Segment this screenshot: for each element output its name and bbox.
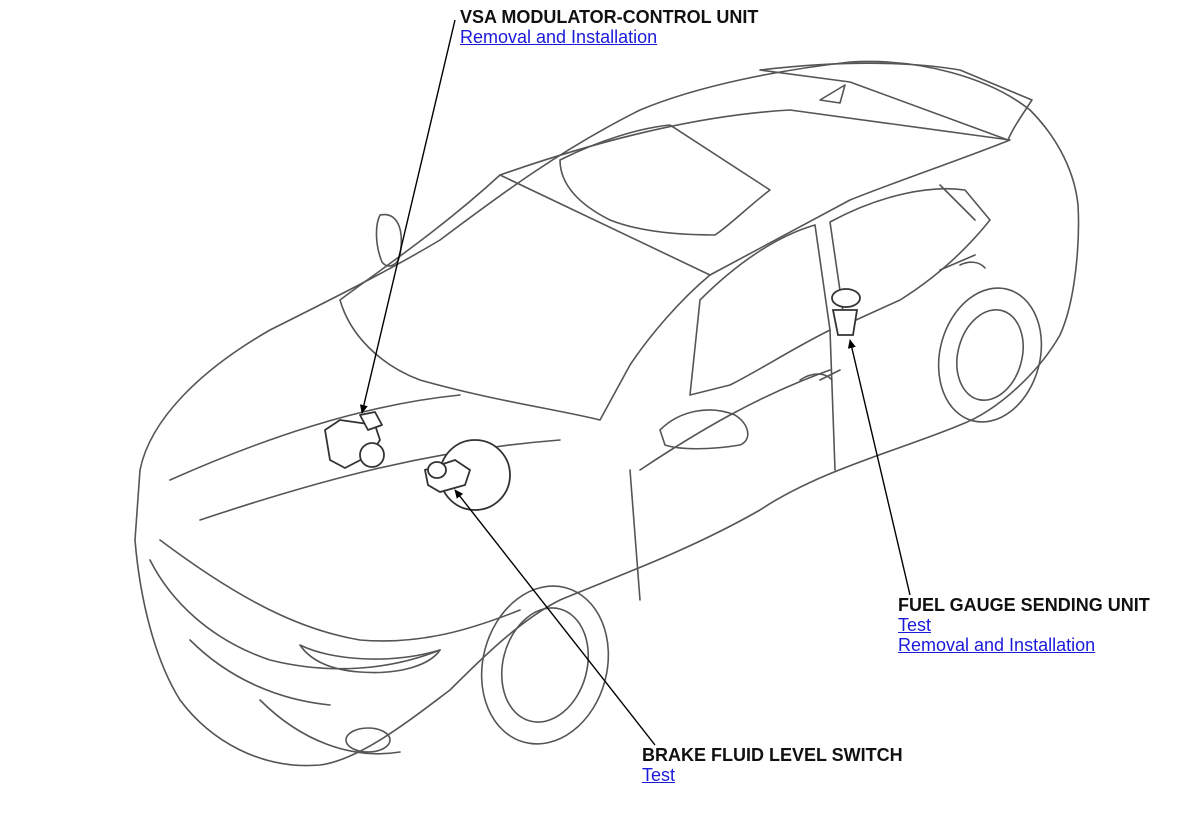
brake-fluid-reservoir-part [423,439,511,511]
callout-brake-fluid-level-switch: BRAKE FLUID LEVEL SWITCH Test [642,745,903,785]
sunroof [559,124,771,236]
side-window-front [689,224,831,396]
rear-wheel [937,287,1043,423]
fuel-gauge-test-link[interactable]: Test [898,615,932,635]
fuel-gauge-removal-installation-link[interactable]: Removal and Installation [898,635,1096,655]
fuel-gauge-part [831,288,861,336]
side-window-rear [829,187,991,326]
vsa-removal-installation-link[interactable]: Removal and Installation [460,27,658,47]
fog-light [345,727,391,753]
leader-lines [359,19,911,746]
brake-fluid-test-link[interactable]: Test [642,765,676,785]
fuel-gauge-title: FUEL GAUGE SENDING UNIT [898,595,1150,615]
vsa-modulator-part [324,411,385,469]
headlight [299,644,441,674]
front-wheel [480,585,610,745]
side-mirror [659,409,749,450]
windshield [339,174,711,421]
brake-fluid-title: BRAKE FLUID LEVEL SWITCH [642,745,903,765]
fuel-leader-line [847,339,911,596]
brake-leader-line [454,489,656,746]
car-body-outline [134,60,1080,767]
front-bumper [149,559,441,670]
rear-spoiler [759,62,1033,141]
vsa-title: VSA MODULATOR-CONTROL UNIT [460,7,759,27]
vsa-leader-line [359,19,456,414]
callout-fuel-gauge-sending-unit: FUEL GAUGE SENDING UNIT Test Removal and… [898,595,1150,655]
callout-vsa-modulator: VSA MODULATOR-CONTROL UNIT Removal and I… [460,7,758,47]
car-illustration [134,60,1080,767]
hood-line [169,394,561,521]
